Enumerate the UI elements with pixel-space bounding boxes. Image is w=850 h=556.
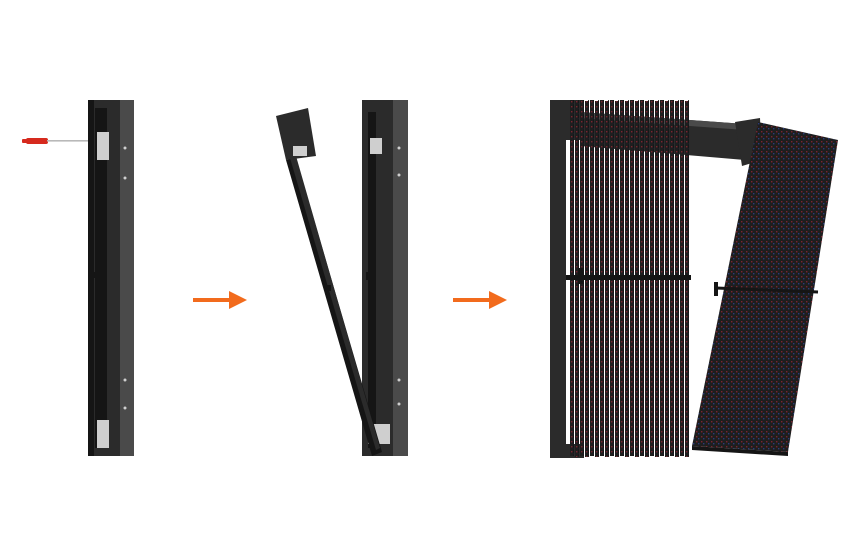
step-2-tilted-module bbox=[276, 100, 408, 456]
tilted-led-strip bbox=[276, 108, 382, 456]
panel-frame-2 bbox=[362, 100, 408, 456]
panel-frame-1 bbox=[88, 100, 134, 456]
step-1-closed-panel bbox=[22, 100, 134, 456]
step-3-installed-strips bbox=[550, 100, 838, 458]
arrow-right-icon bbox=[193, 291, 247, 309]
mid-brackets bbox=[566, 268, 691, 284]
screwdriver-icon bbox=[22, 138, 97, 144]
arrow-right-icon bbox=[453, 291, 507, 309]
tilted-led-panel bbox=[692, 122, 838, 456]
